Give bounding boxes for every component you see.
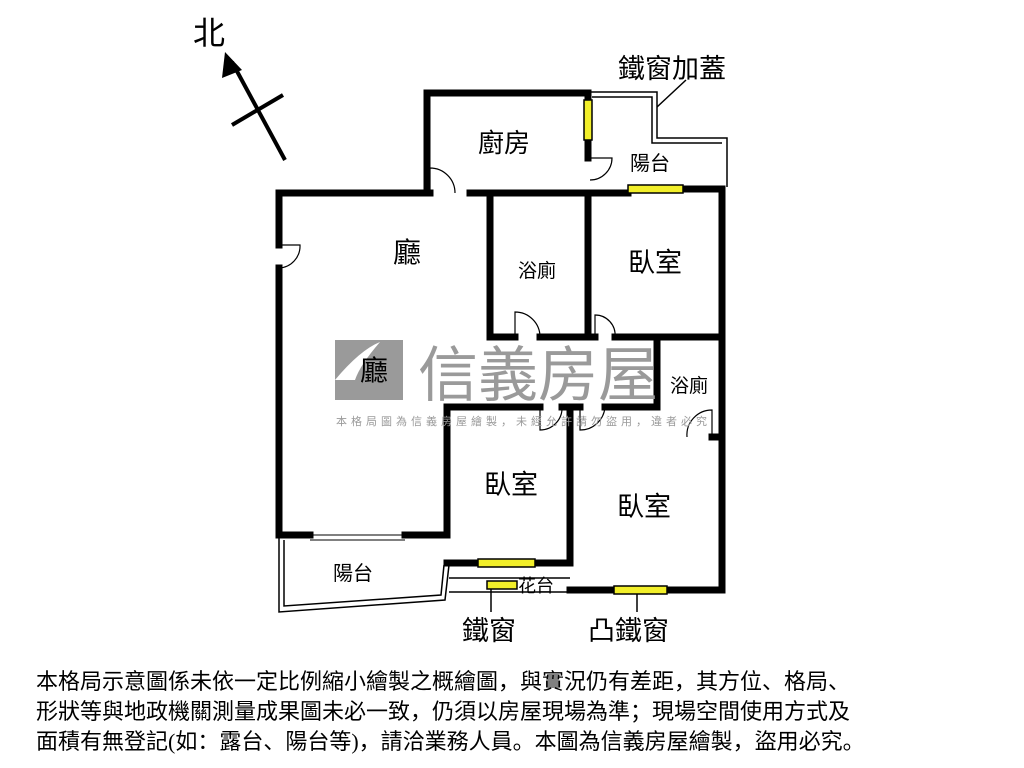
room-bath1: 浴廁 bbox=[518, 259, 556, 282]
door-entrance bbox=[278, 244, 301, 269]
room-planter: 花台 bbox=[518, 576, 554, 597]
north-label: 北 bbox=[193, 14, 225, 52]
room-bath2: 浴廁 bbox=[670, 374, 708, 397]
room-balcony-top: 陽台 bbox=[630, 151, 670, 175]
label-iron-window: 鐵窗 bbox=[462, 616, 516, 647]
room-bedroom2: 臥室 bbox=[484, 470, 538, 501]
disclaimer-line: 本格局示意圖係未依一定比例縮小繪製之概繪圖，與實況仍有差距，其方位、格局、 bbox=[36, 669, 851, 694]
doors bbox=[278, 157, 713, 438]
door-bath2 bbox=[686, 409, 713, 438]
room-living-upper: 廳 bbox=[393, 236, 421, 269]
label-iron-window-cover: 鐵窗加蓋 bbox=[618, 54, 726, 85]
watermark-notice: 本格局圖為信義房屋繪製，未經允許請勿盜用，違者必究 bbox=[336, 414, 711, 428]
window-bedroom-small bbox=[477, 558, 536, 568]
window-balcony bbox=[627, 184, 684, 194]
north-arrow-icon bbox=[222, 52, 287, 161]
window-bay bbox=[613, 585, 668, 595]
room-bedroom3: 臥室 bbox=[617, 492, 671, 523]
door-bedroom1 bbox=[594, 314, 616, 338]
room-balcony-bottom: 陽台 bbox=[333, 561, 373, 585]
door-kitchen bbox=[429, 167, 456, 194]
balcony-outlines bbox=[278, 79, 728, 613]
room-living-lower: 廳 bbox=[360, 354, 388, 387]
label-bay-iron-window: 凸鐵窗 bbox=[588, 616, 669, 647]
door-balcony bbox=[588, 157, 613, 181]
door-bedroom2 bbox=[539, 406, 563, 431]
room-bedroom1: 臥室 bbox=[628, 248, 682, 279]
watermark-logo bbox=[335, 340, 403, 400]
disclaimer-line: 形狀等與地政機關測量成果圖未必一致，仍須以房屋現場為準；現場空間使用方式及 bbox=[36, 699, 851, 724]
watermark-brand: 信義房屋 bbox=[418, 341, 658, 411]
walls bbox=[275, 89, 726, 594]
floor-plan: 北 bbox=[193, 14, 728, 647]
window-kitchen bbox=[583, 99, 593, 141]
disclaimer-line: 面積有無登記(如：露台、陽台等)，請洽業務人員。本圖為信義房屋繪製，盜用必究。 bbox=[36, 729, 865, 754]
door-bath1 bbox=[514, 311, 541, 338]
room-kitchen: 廚房 bbox=[478, 129, 530, 159]
windows bbox=[477, 99, 684, 595]
window-planter bbox=[486, 580, 518, 590]
disclaimer: 本格局示意圖係未依一定比例縮小繪製之概繪圖，與實況仍有差距，其方位、格局、 形狀… bbox=[36, 667, 1016, 757]
door-bedroom3 bbox=[579, 406, 606, 431]
